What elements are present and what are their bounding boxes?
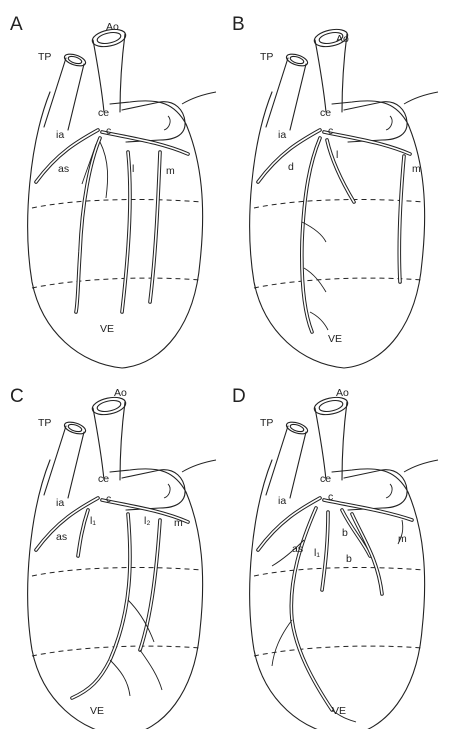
label-m-c: m: [174, 517, 183, 529]
label-ve-d: VE: [332, 705, 346, 717]
label-as-c: as: [56, 531, 67, 543]
label-l-b: l: [336, 149, 338, 161]
label-d-b: d: [288, 161, 294, 173]
coronary-vessels-c: [36, 498, 188, 698]
label-ve-a: VE: [100, 323, 114, 335]
label-l-a: l: [132, 163, 134, 175]
label-ia-b: ia: [278, 129, 286, 141]
label-ia-a: ia: [56, 129, 64, 141]
label-m-b: m: [412, 163, 421, 175]
coronary-vessels-a: [36, 130, 188, 312]
panel-a: A Ao TP ce ia c: [10, 14, 216, 368]
label-ao-a: Ao: [106, 21, 119, 33]
label-b1-d: b: [342, 527, 348, 539]
label-as-a: as: [58, 163, 69, 175]
panel-letter-b: B: [232, 14, 245, 35]
panel-d: D Ao TP: [232, 386, 438, 729]
panel-letter-d: D: [232, 386, 246, 407]
coronary-vessels-d: [258, 498, 412, 722]
label-ve-c: VE: [90, 705, 104, 717]
label-ve-b: VE: [328, 333, 342, 345]
label-tp-a: TP: [38, 51, 51, 63]
label-ce-b: ce: [320, 107, 331, 119]
label-ao-b: Ao: [336, 33, 349, 45]
label-ao-c: Ao: [114, 387, 127, 399]
label-ce-d: ce: [320, 473, 331, 485]
label-l2-c: l₂: [144, 515, 150, 527]
label-tp-b: TP: [260, 51, 273, 63]
label-tp-c: TP: [38, 417, 51, 429]
label-m-d: m: [398, 533, 407, 545]
label-c-b: c: [328, 125, 333, 137]
panel-letter-c: C: [10, 386, 24, 407]
label-as-d: as: [292, 543, 303, 555]
panel-c: C Ao TP ce ia c: [10, 386, 216, 729]
label-m-a: m: [166, 165, 175, 177]
coronary-vessels-b: [258, 130, 410, 332]
label-ce-a: ce: [98, 107, 109, 119]
label-ao-d: Ao: [336, 387, 349, 399]
label-c-d: c: [328, 491, 333, 503]
panel-letter-a: A: [10, 14, 23, 35]
label-b2-d: b: [346, 553, 352, 565]
label-l1-c: l₁: [90, 515, 96, 527]
label-tp-d: TP: [260, 417, 273, 429]
label-ia-c: ia: [56, 497, 64, 509]
label-c-a: c: [106, 125, 111, 137]
label-ia-d: ia: [278, 495, 286, 507]
label-ce-c: ce: [98, 473, 109, 485]
label-c-c: c: [106, 493, 111, 505]
label-l1-d: l₁: [314, 547, 320, 559]
panel-b: B Ao TP ce ia c: [232, 14, 438, 368]
